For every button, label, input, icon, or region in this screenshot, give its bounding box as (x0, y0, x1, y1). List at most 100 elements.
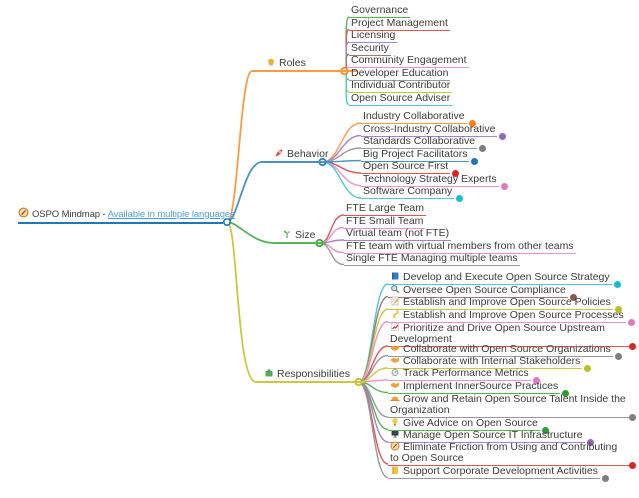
handshake-icon (390, 355, 400, 365)
node-label: Establish and Improve Open Source Proces… (403, 308, 624, 321)
link-resp-corp-dev (358, 381, 389, 479)
link-behavior-software-company (322, 161, 362, 199)
node-fte-small-team[interactable]: FTE Small Team (344, 215, 426, 229)
node-virtual-team[interactable]: Virtual team (not FTE) (344, 227, 452, 241)
node-oversee-compliance[interactable]: Oversee Open Source Compliance (388, 283, 577, 301)
node-label: Oversee Open Source Compliance (403, 283, 566, 296)
node-fte-large-team[interactable]: FTE Large Team (344, 202, 427, 216)
stopwatch-icon (390, 367, 400, 377)
node-standards-collaborative[interactable]: Standards Collaborative (361, 135, 487, 152)
node-software-company[interactable]: Software Company (361, 185, 464, 202)
node-grow-retain-talent[interactable]: Grow and Retain Open Source Talent Insid… (388, 393, 636, 421)
node-open-source-adviser[interactable]: Open Source Adviser (349, 91, 453, 106)
node-label: Eliminate Friction from Using and Contri… (390, 441, 618, 464)
collapsed-indicator[interactable] (499, 132, 507, 140)
node-governance[interactable]: Governance (349, 4, 411, 18)
ledger-icon (390, 465, 400, 475)
node-track-metrics[interactable]: Track Performance Metrics (388, 367, 540, 384)
node-label: Technology Strategy Experts (363, 172, 497, 185)
root-title: OSPO Mindmap - (32, 209, 108, 220)
node-label: Give Advice on Open Source (403, 416, 538, 429)
node-open-source-first[interactable]: Open Source First (361, 160, 460, 177)
node-label: Governance (351, 4, 409, 16)
collapsed-indicator[interactable] (452, 170, 460, 177)
collapsed-indicator[interactable] (500, 182, 508, 190)
node-support-corp-dev[interactable]: Support Corporate Development Activities (388, 465, 609, 482)
branch-roles[interactable]: Roles (252, 57, 357, 72)
node-label: Security (351, 41, 389, 54)
node-cross-industry-collaborative[interactable]: Cross-Industry Collaborative (361, 122, 507, 140)
node-collaborate-internal[interactable]: Collaborate with Internal Stakeholders (388, 355, 592, 372)
collapsed-indicator[interactable] (569, 293, 577, 301)
collapsed-indicator[interactable] (479, 145, 487, 152)
collapsed-indicator[interactable] (532, 377, 540, 384)
node-label: Licensing (351, 29, 396, 41)
collapsed-indicator[interactable] (562, 389, 570, 397)
node-label: Cross-Industry Collaborative (363, 122, 496, 135)
node-establish-processes[interactable]: Establish and Improve Open Source Proces… (388, 308, 635, 326)
node-technology-strategy-experts[interactable]: Technology Strategy Experts (361, 172, 508, 190)
collapsed-indicator[interactable] (601, 474, 609, 482)
node-label: Grow and Retain Open Source Talent Insid… (390, 393, 626, 416)
node-individual-contributor[interactable]: Individual Contributor (349, 79, 453, 93)
collapsed-indicator[interactable] (584, 365, 592, 372)
node-developer-education[interactable]: Developer Education (349, 66, 451, 81)
collapsed-indicator[interactable] (627, 318, 635, 326)
node-label: Project Management (351, 16, 448, 29)
collapsed-indicator[interactable] (629, 343, 636, 350)
link-resp-friction (358, 381, 389, 465)
node-label: Open Source Adviser (351, 91, 451, 104)
link-root-size (226, 221, 275, 244)
collapsed-indicator[interactable] (629, 462, 636, 469)
hook-icon (390, 309, 400, 319)
node-licensing[interactable]: Licensing (349, 29, 398, 43)
branch-size[interactable]: Size (274, 229, 326, 244)
node-label: Standards Collaborative (363, 135, 476, 147)
collapsed-indicator[interactable] (541, 426, 549, 434)
node-label: Virtual team (not FTE) (346, 227, 450, 239)
collapsed-indicator[interactable] (586, 439, 594, 446)
node-label: Developer Education (351, 66, 449, 79)
node-label: Manage Open Source IT Infrastructure (403, 429, 583, 441)
collapsed-indicator[interactable] (471, 157, 479, 165)
node-label: Develop and Execute Open Source Strategy (403, 271, 610, 283)
node-security[interactable]: Security (349, 42, 391, 56)
node-upstream-development[interactable]: Prioritize and Drive Open Source Upstrea… (388, 322, 636, 350)
node-label: Community Engagement (351, 54, 467, 66)
node-fte-virtual-members[interactable]: FTE team with virtual members from other… (344, 240, 576, 254)
branch-behavior[interactable]: Behavior (262, 148, 333, 163)
root-node: OSPO Mindmap - Available in multiple lan… (18, 207, 235, 224)
node-label: FTE Large Team (346, 202, 425, 214)
node-community-engagement[interactable]: Community Engagement (349, 54, 469, 68)
root-language-link[interactable]: Available in multiple languages (107, 209, 235, 220)
node-establish-policies[interactable]: Establish and Improve Open Source Polici… (388, 296, 622, 313)
node-label: Industry Collaborative (363, 110, 465, 122)
node-manage-it-infrastructure[interactable]: Manage Open Source IT Infrastructure (388, 429, 594, 446)
collapsed-indicator[interactable] (468, 120, 476, 127)
node-develop-strategy[interactable]: Develop and Execute Open Source Strategy (388, 271, 621, 288)
node-collaborate-orgs[interactable]: Collaborate with Open Source Organizatio… (388, 343, 622, 360)
collapsed-indicator[interactable] (613, 281, 621, 288)
node-give-advice[interactable]: Give Advice on Open Source (388, 416, 549, 434)
link-root-responsibilities (226, 221, 257, 383)
node-industry-collaborative[interactable]: Industry Collaborative (361, 110, 476, 127)
node-big-project-facilitators[interactable]: Big Project Facilitators (361, 147, 479, 165)
collapsed-indicator[interactable] (456, 195, 464, 202)
node-label: Implement InnerSource Practices (403, 379, 559, 392)
memo-icon (390, 296, 400, 306)
node-eliminate-friction[interactable]: Eliminate Friction from Using and Contri… (388, 441, 636, 469)
node-innersource[interactable]: Implement InnerSource Practices (388, 379, 570, 397)
node-project-management[interactable]: Project Management (349, 17, 450, 31)
branch-responsibilities[interactable]: Responsibilities (256, 368, 365, 383)
node-label: Big Project Facilitators (363, 147, 468, 160)
root-expander-circle[interactable] (223, 218, 232, 227)
collapsed-indicator[interactable] (629, 414, 636, 421)
branch-size-label: Size (295, 229, 316, 241)
collapsed-indicator[interactable] (614, 352, 622, 360)
compass-icon (390, 441, 400, 451)
node-label: Establish and Improve Open Source Polici… (403, 296, 611, 308)
collapsed-indicator[interactable] (614, 306, 622, 313)
magnifier-icon (390, 284, 400, 294)
node-single-fte-multiple-teams[interactable]: Single FTE Managing multiple teams (344, 252, 520, 266)
